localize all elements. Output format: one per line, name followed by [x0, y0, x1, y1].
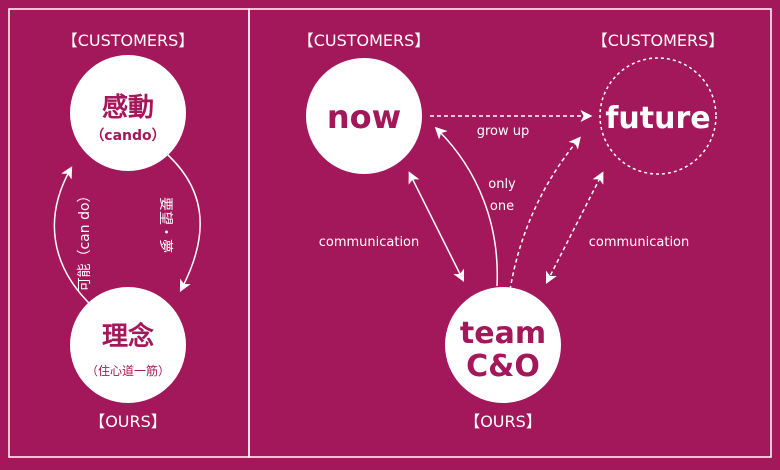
right-bottom-label: 【OURS】: [464, 412, 542, 431]
wishes-label: 要望・夢: [157, 197, 173, 253]
rinen-circle: [70, 287, 186, 403]
rinen-title: 理念: [102, 321, 154, 352]
right-communication-label: communication: [589, 235, 690, 250]
team-label-line2: C&O: [466, 349, 540, 384]
left-communication-label: communication: [319, 235, 420, 250]
right-communication-arrow: [545, 171, 604, 285]
one-label: one: [490, 199, 514, 214]
future-circle: [599, 57, 717, 175]
left-right-arc: [159, 147, 201, 292]
right-top-right-label: 【CUSTOMERS】: [592, 31, 725, 50]
kando-subtitle: （cando）: [90, 128, 165, 144]
right-top-left-label: 【CUSTOMERS】: [298, 31, 431, 50]
only-one-to-future-arrow: [509, 136, 581, 291]
left-bottom-label: 【OURS】: [89, 412, 167, 431]
rinen-subtitle: （住心道一筋）: [86, 363, 170, 378]
kando-title: 感動: [102, 93, 154, 123]
team-circle: [445, 287, 561, 403]
only-one-to-now-arrow: [434, 126, 499, 287]
grow-up-label: grow up: [477, 124, 530, 139]
left-left-arc: [53, 166, 95, 309]
kando-circle: [70, 55, 186, 171]
team-label-line1: team: [460, 316, 546, 351]
can-do-label: 可能（can do）: [77, 188, 93, 291]
right-panel-frame: [248, 8, 772, 458]
left-top-label: 【CUSTOMERS】: [62, 31, 195, 50]
only-label: only: [488, 177, 516, 192]
future-label: future: [605, 101, 710, 136]
now-label: now: [327, 98, 401, 136]
now-circle: [306, 58, 422, 174]
left-communication-arrow: [408, 171, 465, 283]
